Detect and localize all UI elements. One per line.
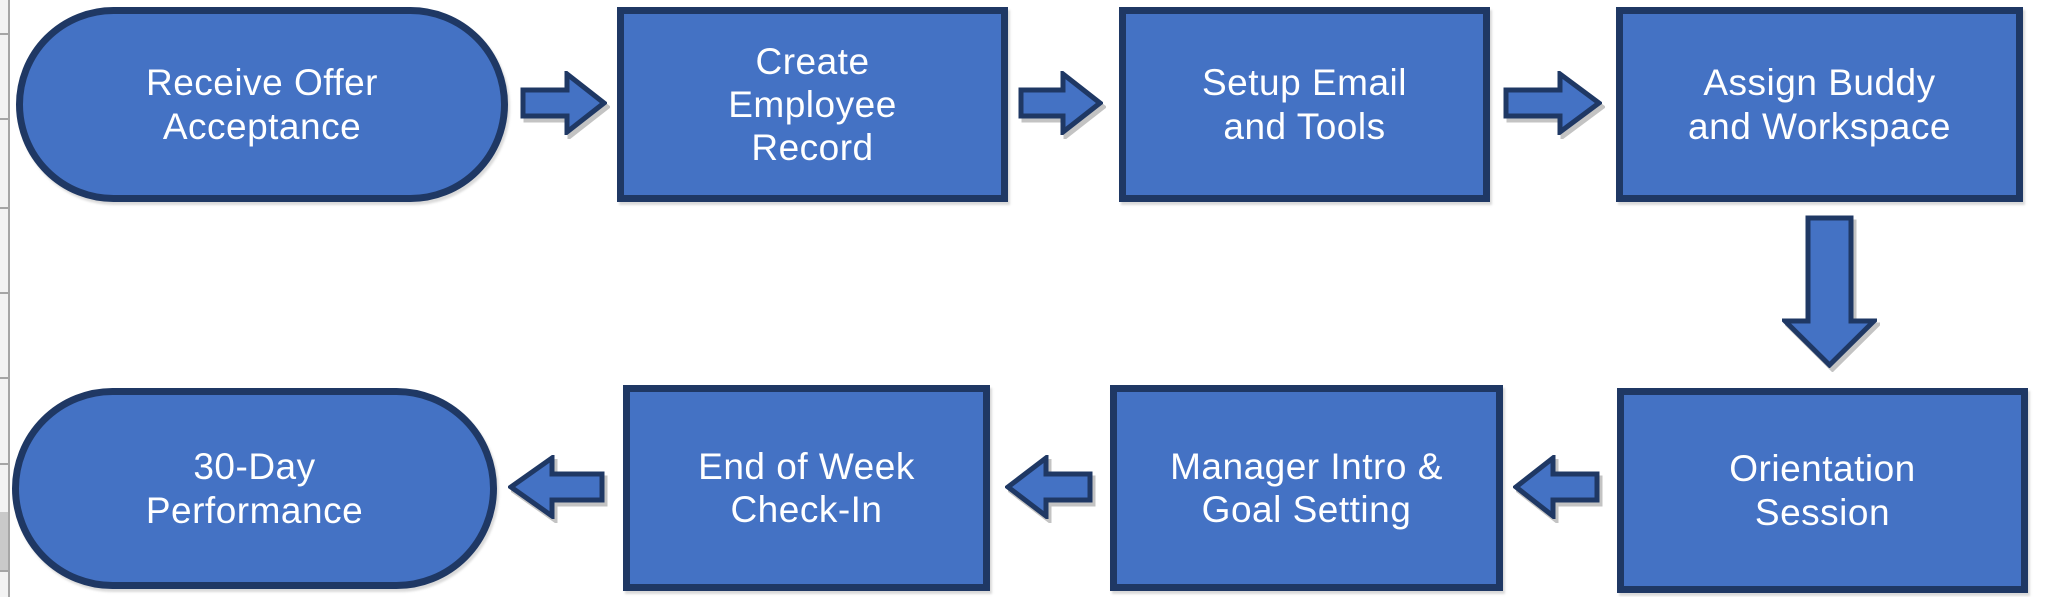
connector-receive-to-create[interactable] [520,68,609,138]
node-label: Assign Buddy and Workspace [1688,62,1951,147]
node-label: Setup Email and Tools [1202,62,1407,147]
block-arrow-right-icon [1503,69,1604,137]
node-receive-offer-acceptance[interactable]: Receive Offer Acceptance [16,7,508,202]
gridline-tick [0,377,10,379]
spreadsheet-gridline-strip [0,0,10,597]
node-label: Orientation Session [1729,448,1916,533]
gridline-shaded-cell [0,512,8,570]
node-setup-email-and-tools[interactable]: Setup Email and Tools [1119,7,1490,202]
node-label: 30-Day Performance [145,446,364,531]
connector-orientation-to-manager[interactable] [1511,452,1600,522]
node-30-day-performance[interactable]: 30-Day Performance [12,388,497,589]
gridline-tick [0,292,10,294]
block-arrow-left-icon [1003,452,1093,522]
block-arrow-left-icon [506,453,605,521]
gridline-tick [0,207,10,209]
node-label: Receive Offer Acceptance [145,62,379,147]
block-arrow-right-icon [520,68,609,138]
node-end-of-week-check-in[interactable]: End of Week Check-In [623,385,990,591]
block-arrow-down-icon [1778,215,1881,369]
node-assign-buddy-and-workspace[interactable]: Assign Buddy and Workspace [1616,7,2023,202]
connector-assign-to-orientation[interactable] [1778,215,1881,369]
gridline-tick [0,33,10,35]
node-manager-intro-goal-setting[interactable]: Manager Intro & Goal Setting [1110,385,1503,591]
gridline-tick [0,570,10,572]
connector-endofweek-to-30day[interactable] [506,453,605,521]
connector-setup-to-assign[interactable] [1503,69,1604,137]
node-orientation-session[interactable]: Orientation Session [1617,388,2028,593]
node-create-employee-record[interactable]: Create Employee Record [617,7,1008,202]
gridline-tick [0,463,10,465]
node-label: Create Employee Record [728,40,897,169]
block-arrow-left-icon [1511,452,1600,522]
node-label: End of Week Check-In [698,445,915,530]
block-arrow-right-icon [1018,68,1105,138]
connector-create-to-setup[interactable] [1018,68,1105,138]
connector-manager-to-endofweek[interactable] [1003,452,1093,522]
gridline-tick [0,118,10,120]
node-label: Manager Intro & Goal Setting [1170,445,1443,530]
